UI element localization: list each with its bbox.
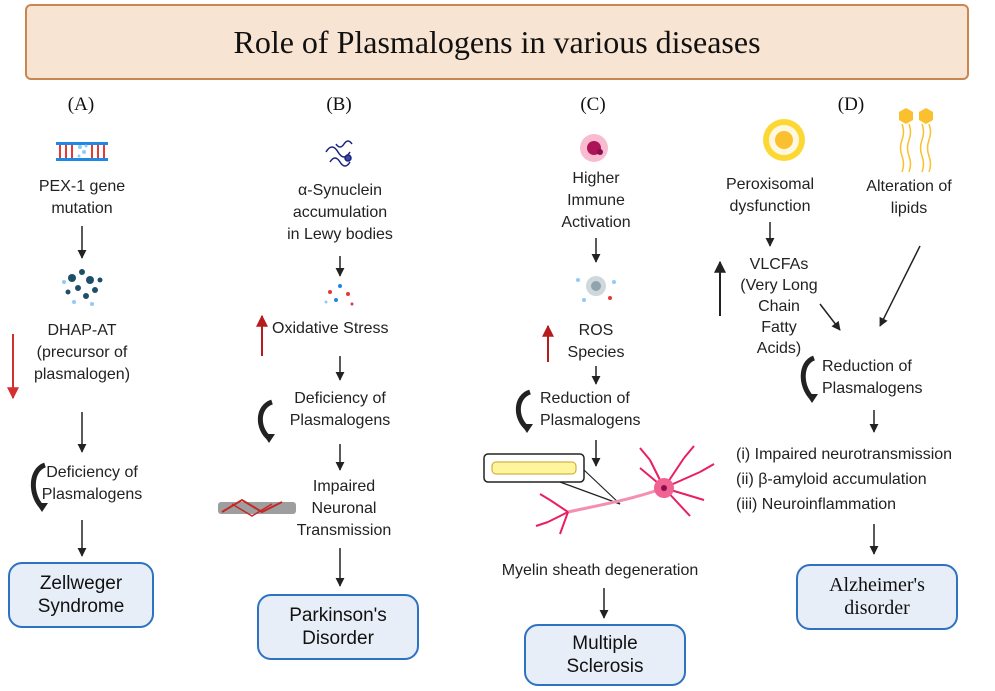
col-d-label: (D) bbox=[837, 94, 865, 115]
arrow-d3 bbox=[879, 245, 921, 327]
effect-item: (ii) β-amyloid accumulation bbox=[736, 471, 927, 488]
dna-gene-icon bbox=[56, 142, 108, 161]
curved-decrease-icon-b bbox=[257, 399, 274, 440]
effect-item: (i) Impaired neurotransmission bbox=[736, 446, 953, 463]
diagram-title: Role of Plasmalogens in various diseases bbox=[233, 23, 761, 60]
ros-particles-icon bbox=[324, 284, 354, 306]
col-a-label: (A) bbox=[67, 94, 95, 115]
immune-cell-icon bbox=[580, 134, 608, 162]
peroxisome-icon bbox=[763, 119, 805, 161]
curved-decrease-icon-d bbox=[800, 355, 816, 400]
myelin-segment-icon bbox=[491, 461, 577, 475]
alpha-synuclein-icon bbox=[325, 140, 353, 167]
effect-item: (iii) Neuroinflammation bbox=[736, 496, 897, 513]
oxidative-stress-text: Oxidative Stress bbox=[272, 320, 389, 337]
col-b-label: (B) bbox=[326, 94, 352, 115]
enzyme-fragments-icon bbox=[62, 269, 103, 306]
arrow-d2 bbox=[819, 303, 841, 331]
title-banner: Role of Plasmalogens in various diseases bbox=[25, 4, 969, 80]
ros-cloud-icon bbox=[576, 276, 616, 302]
col-c-label: (C) bbox=[580, 94, 606, 115]
lipid-icon bbox=[899, 108, 933, 173]
damaged-neuron-fiber-icon bbox=[218, 498, 296, 517]
myelin-sheath-degeneration-text: Myelin sheath degeneration bbox=[501, 562, 699, 579]
curved-decrease-icon-c bbox=[515, 389, 532, 430]
alzheimers-effects-list: (i) Impaired neurotransmission (ii) β-am… bbox=[736, 442, 986, 517]
